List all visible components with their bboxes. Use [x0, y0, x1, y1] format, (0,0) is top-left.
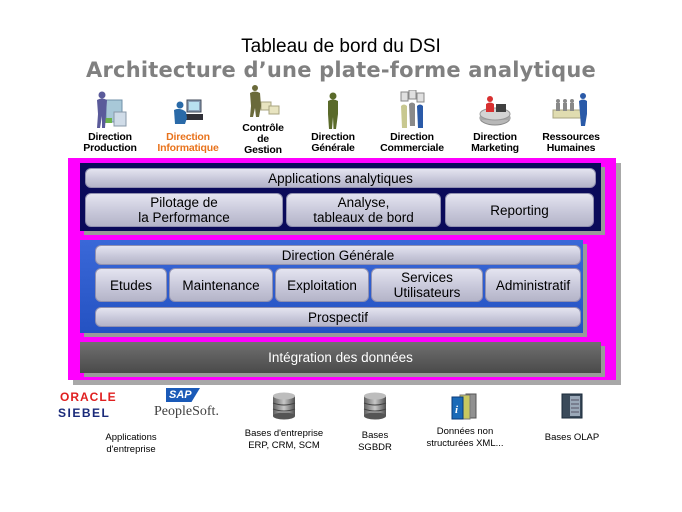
- org-etudes[interactable]: Etudes: [95, 268, 167, 302]
- person-desk-icon: [479, 96, 511, 126]
- person-standing-icon: [328, 92, 338, 129]
- database-icon: [363, 392, 387, 420]
- applications-header: Applications analytiques: [85, 168, 596, 188]
- oracle-logo: ORACLE: [60, 390, 117, 404]
- org-administratif[interactable]: Administratif: [485, 268, 581, 302]
- sap-logo: SAP: [166, 388, 200, 402]
- siebel-logo: SIEBEL: [58, 406, 111, 420]
- app-analyse-tableaux-de-bord[interactable]: Analyse,tableaux de bord: [286, 193, 441, 227]
- people-documents-icon: [400, 90, 425, 128]
- documents-icon: i: [451, 393, 477, 420]
- org-exploitation[interactable]: Exploitation: [275, 268, 369, 302]
- integration-label: Intégration des données: [268, 350, 413, 365]
- person-computer-icon: [174, 99, 203, 124]
- person-boxes-icon: [250, 85, 280, 117]
- source-bases-olap: Bases OLAP: [544, 432, 600, 443]
- organisation-footer: Prospectif: [95, 307, 581, 327]
- page-title: Tableau de bord du DSI: [241, 36, 441, 57]
- group-people-icon: [552, 93, 587, 126]
- organisation-header: Direction Générale: [95, 245, 581, 265]
- person-building-icon: [97, 91, 127, 128]
- peoplesoft-logo: PeopleSoft.: [154, 404, 219, 419]
- server-icon: [561, 393, 583, 419]
- svg-text:i: i: [455, 404, 459, 416]
- app-reporting[interactable]: Reporting: [445, 193, 594, 227]
- page-subtitle: Architecture d’une plate-forme analytiqu…: [86, 58, 596, 82]
- database-icon: [272, 392, 296, 420]
- integration-panel: [80, 342, 601, 373]
- org-maintenance[interactable]: Maintenance: [169, 268, 273, 302]
